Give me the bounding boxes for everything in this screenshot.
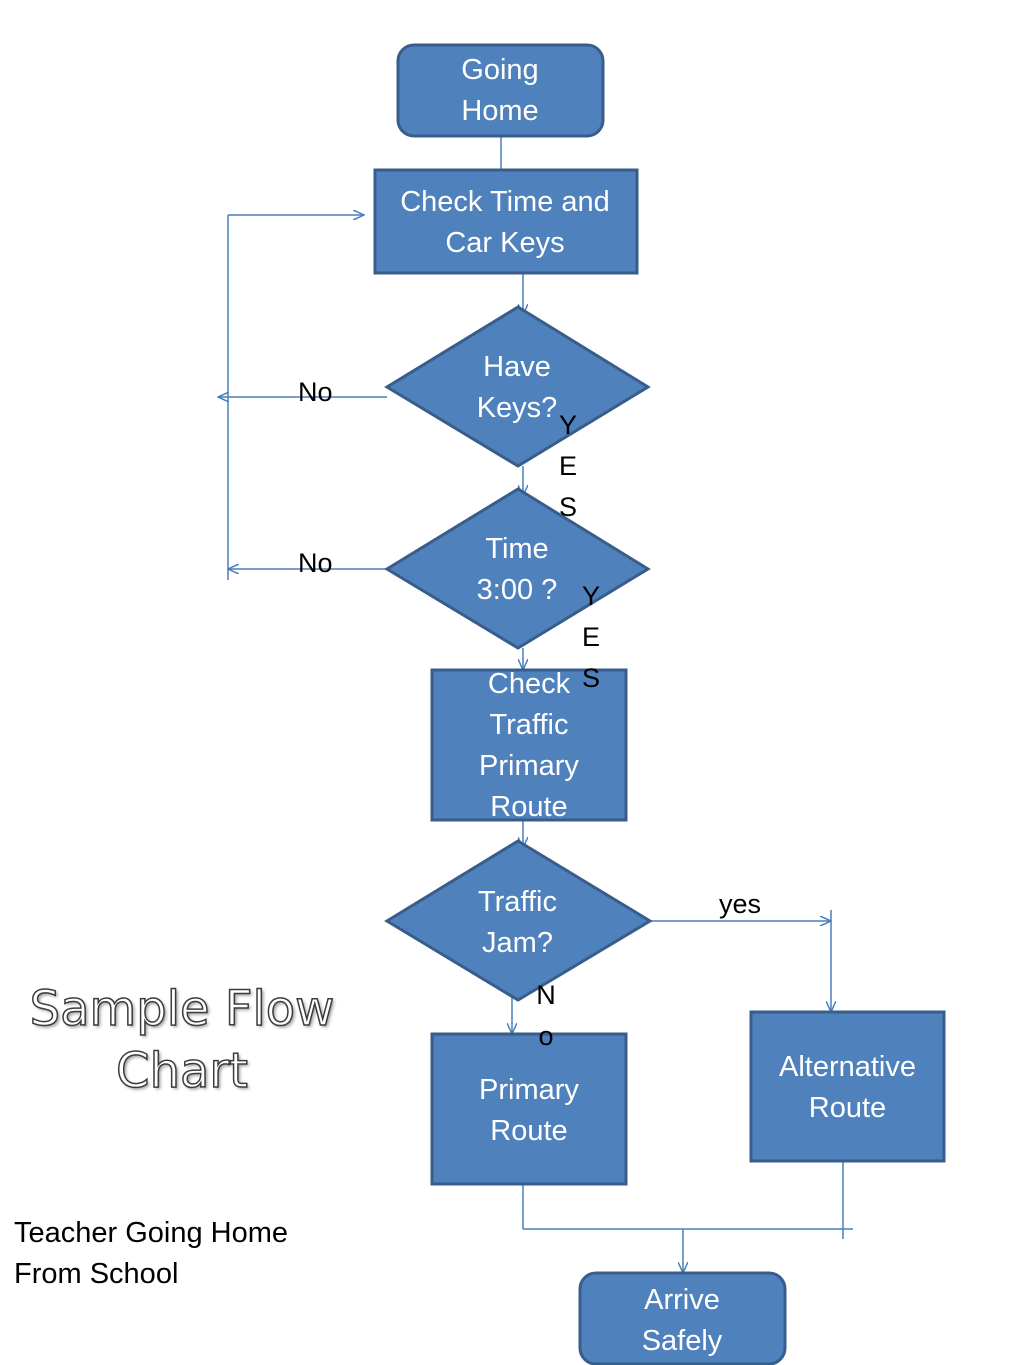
primary-route-node <box>430 1032 628 1186</box>
have-keys-decision <box>384 305 651 468</box>
alternative-route-label: Alternative Route <box>778 1050 916 1124</box>
flowchart-title: Sample Flow Chart <box>29 980 335 1100</box>
check-traffic-node <box>430 668 628 822</box>
jam-yes-label: yes <box>719 889 762 919</box>
check-time-keys-node <box>373 168 639 275</box>
jam-no-label: No <box>536 980 556 1051</box>
alternative-route-node <box>749 1010 946 1163</box>
flowchart-caption: Teacher Going Home From School <box>14 1217 289 1290</box>
arrive-label: Arrive Safely <box>641 1283 723 1357</box>
check-traffic-label: Check Traffic Primary Route <box>479 668 579 823</box>
time-label: Time 3:00 ? <box>476 532 558 606</box>
start-node-label: Going Home <box>461 53 539 127</box>
time-yes-label: YES <box>581 581 600 693</box>
primary-route-label: Primary Route <box>479 1073 579 1147</box>
arrive-node <box>578 1271 787 1365</box>
time-no-label: No <box>298 548 333 578</box>
start-node <box>396 43 605 138</box>
keys-yes-label: YES <box>558 410 577 522</box>
traffic-jam-decision <box>384 839 653 1002</box>
traffic-jam-label: Traffic Jam? <box>478 885 557 959</box>
time-decision <box>384 487 651 650</box>
check-time-keys-label: Check Time and Car Keys <box>400 185 610 259</box>
keys-no-label: No <box>298 377 333 407</box>
have-keys-label: Have Keys? <box>476 350 558 424</box>
